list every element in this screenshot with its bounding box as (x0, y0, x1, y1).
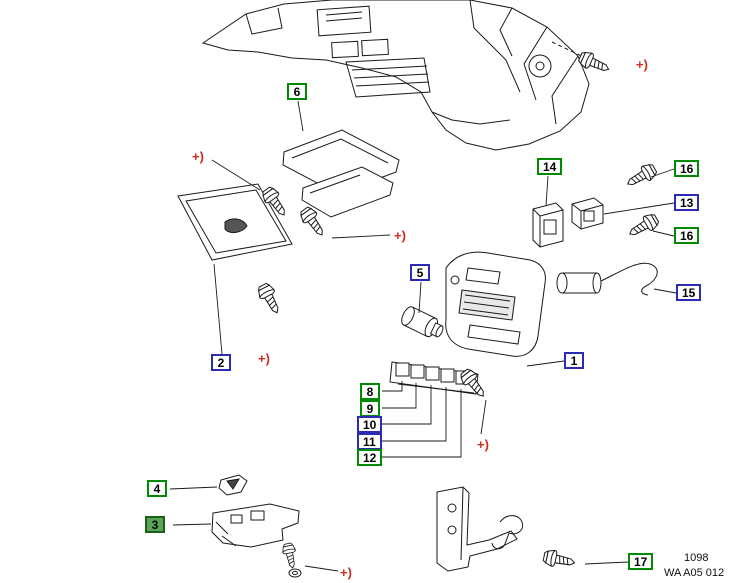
part-2-glovebox (177, 183, 293, 261)
callout-10[interactable]: 10 (357, 416, 383, 433)
callout-9[interactable]: 9 (360, 400, 380, 417)
part-17-bracket-assembly (436, 486, 524, 572)
part-15-bulb-wire (556, 262, 658, 296)
callout-14[interactable]: 14 (537, 158, 563, 175)
part-6-trim (282, 129, 400, 218)
part-1-switch-panel (445, 251, 546, 357)
callout-12[interactable]: 12 (357, 449, 383, 466)
fastener-mark-glovebox: +) (258, 351, 270, 366)
callout-3[interactable]: 3 (145, 516, 165, 533)
leader-lines (169, 100, 677, 572)
bolt-16-lower (625, 211, 662, 242)
fastener-mark-center-lower: +) (477, 437, 489, 452)
callout-2[interactable]: 2 (211, 354, 231, 371)
callout-6[interactable]: 6 (287, 83, 307, 100)
callout-8[interactable]: 8 (360, 383, 380, 400)
figure-number: 1098 (684, 552, 709, 564)
screw-bottom-center (280, 541, 300, 570)
callout-16b[interactable]: 16 (674, 227, 700, 244)
fastener-mark-center: +) (394, 228, 406, 243)
callout-4[interactable]: 4 (147, 480, 167, 497)
callout-1[interactable]: 1 (564, 352, 584, 369)
part-13-switch (571, 197, 604, 230)
part-4-clip (218, 474, 248, 496)
callout-16a[interactable]: 16 (674, 160, 700, 177)
callout-13[interactable]: 13 (674, 194, 700, 211)
screw-glovebox (255, 281, 285, 317)
fastener-mark-top-right: +) (636, 57, 648, 72)
drawing-code: WA A05 012 (664, 567, 725, 579)
switch-blank-strip (389, 361, 479, 395)
part-14-switch (532, 202, 564, 248)
dashboard-assembly (201, 0, 591, 151)
callout-17[interactable]: 17 (628, 553, 654, 570)
part-3-bracket (211, 503, 302, 578)
fastener-mark-bottom: +) (340, 565, 352, 580)
part-5-switch (401, 306, 444, 338)
screw-bottom-right (541, 548, 577, 572)
callout-5[interactable]: 5 (410, 264, 430, 281)
callout-11[interactable]: 11 (357, 433, 382, 450)
callout-15[interactable]: 15 (676, 284, 702, 301)
fastener-mark-left: +) (192, 149, 204, 164)
